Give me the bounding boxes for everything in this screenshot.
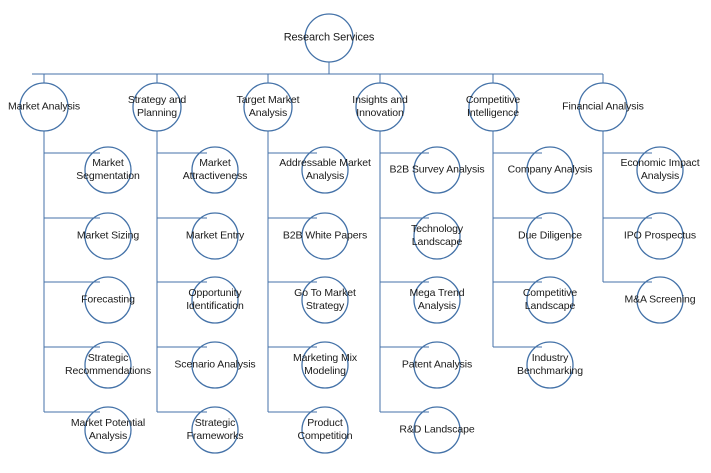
node-circle-manda-screening[interactable] [636,276,684,324]
node-circle-go-to-market-strategy[interactable] [301,276,349,324]
node-circle-b2b-white-papers[interactable] [301,212,349,260]
node-circle-forecasting[interactable] [84,276,132,324]
node-technology-landscape[interactable] [414,213,460,259]
node-addressable-market-analysis[interactable] [302,147,348,193]
node-circle-market-sizing[interactable] [84,212,132,260]
node-company-analysis[interactable] [527,147,573,193]
node-circle-opportunity-identification[interactable] [191,276,239,324]
node-ipo-prospectus[interactable] [637,213,683,259]
node-circle-scenario-analysis[interactable] [191,341,239,389]
node-circle-economic-impact-analysis[interactable] [636,146,684,194]
node-market-attractiveness[interactable] [192,147,238,193]
node-circle-competitive-landscape[interactable] [526,276,574,324]
node-circle-patent-analysis[interactable] [413,341,461,389]
node-circle-industry-benchmarking[interactable] [526,341,574,389]
node-patent-analysis[interactable] [414,342,460,388]
node-strategic-frameworks[interactable] [192,407,238,453]
node-market-segmentation[interactable] [85,147,131,193]
node-market-entry[interactable] [192,213,238,259]
node-circle-market-segmentation[interactable] [84,146,132,194]
node-strategy-and-planning[interactable] [133,83,181,131]
node-circle-randd-landscape[interactable] [413,406,461,454]
node-circle-market-potential-analysis[interactable] [84,406,132,454]
node-product-competition[interactable] [302,407,348,453]
node-b2b-survey-analysis[interactable] [414,147,460,193]
node-randd-landscape[interactable] [414,407,460,453]
node-economic-impact-analysis[interactable] [637,147,683,193]
node-circle-marketing-mix-modeling[interactable] [301,341,349,389]
node-circle-company-analysis[interactable] [526,146,574,194]
node-scenario-analysis[interactable] [192,342,238,388]
node-market-potential-analysis[interactable] [85,407,131,453]
node-forecasting[interactable] [85,277,131,323]
node-marketing-mix-modeling[interactable] [302,342,348,388]
node-market-sizing[interactable] [85,213,131,259]
node-circle-strategic-recommendations[interactable] [84,341,132,389]
node-b2b-white-papers[interactable] [302,213,348,259]
node-competitive-landscape[interactable] [527,277,573,323]
node-financial-analysis[interactable] [579,83,627,131]
node-circle-mega-trend-analysis[interactable] [413,276,461,324]
node-circle-addressable-market-analysis[interactable] [301,146,349,194]
node-mega-trend-analysis[interactable] [414,277,460,323]
node-opportunity-identification[interactable] [192,277,238,323]
node-circle-strategic-frameworks[interactable] [191,406,239,454]
node-circle-technology-landscape[interactable] [413,212,461,260]
node-research-services[interactable] [305,14,353,62]
node-insights-and-innovation[interactable] [356,83,404,131]
node-due-diligence[interactable] [527,213,573,259]
node-circle-market-entry[interactable] [191,212,239,260]
node-circle-market-attractiveness[interactable] [191,146,239,194]
node-circle-due-diligence[interactable] [526,212,574,260]
node-manda-screening[interactable] [637,277,683,323]
node-circle-ipo-prospectus[interactable] [636,212,684,260]
node-go-to-market-strategy[interactable] [302,277,348,323]
node-target-market-analysis[interactable] [244,83,292,131]
node-strategic-recommendations[interactable] [85,342,131,388]
node-circle-b2b-survey-analysis[interactable] [413,146,461,194]
node-market-analysis[interactable] [20,83,68,131]
node-circle-product-competition[interactable] [301,406,349,454]
node-industry-benchmarking[interactable] [527,342,573,388]
node-competitive-intelligence[interactable] [469,83,517,131]
